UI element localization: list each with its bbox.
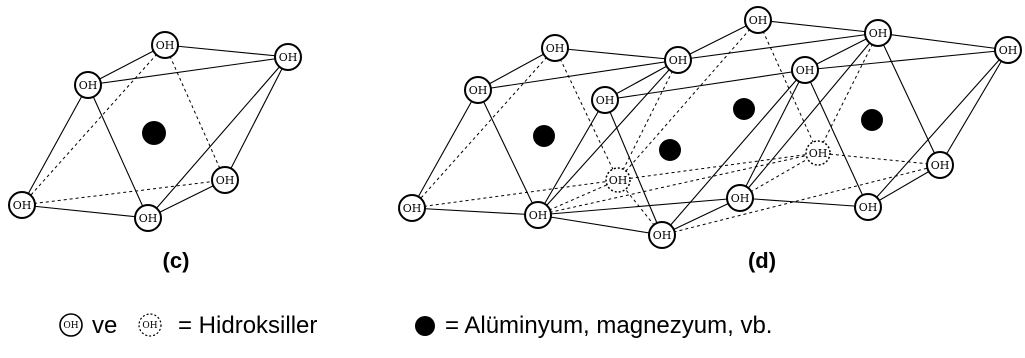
svg-text:OH: OH [931,159,950,172]
svg-text:OH: OH [63,321,78,331]
svg-text:OH: OH [999,44,1018,57]
metal-atom [733,98,755,120]
legend-connector: ve [92,312,117,339]
oh-node: OH [744,6,772,34]
oh-node: OH [854,193,882,221]
legend-metal-icon [415,316,435,336]
svg-text:OH: OH [546,42,565,55]
figure-c-octahedron [21,44,289,219]
oh-node: OH [541,34,569,62]
svg-text:OH: OH [809,147,828,160]
legend-oh-solid-icon: OH [59,313,83,337]
oh-node: OH [274,43,302,71]
svg-text:OH: OH [529,209,548,222]
legend: OH ve OH = Hidroksiller = Alüminyum, mag… [59,312,772,339]
oh-node: OH [994,36,1022,64]
svg-text:OH: OH [596,94,615,107]
oh-node: OH [524,201,552,229]
oh-node: OH [664,46,692,74]
svg-text:OH: OH [279,51,298,64]
oh-node: OH [648,221,676,249]
legend-oh-dashed-icon: OH [138,313,162,337]
svg-text:OH: OH [13,199,32,212]
oh-node: OH [926,151,954,179]
svg-text:OH: OH [796,64,815,77]
svg-text:OH: OH [156,39,175,52]
figure-d-sheet-edges [411,19,1009,236]
oh-node: OH [726,184,754,212]
svg-text:OH: OH [142,321,157,331]
svg-text:OH: OH [859,201,878,214]
legend-metal-text: = Alüminyum, magnezyum, vb. [445,312,772,339]
metal-atom [533,125,555,147]
oh-node: OH [134,204,162,232]
svg-text:OH: OH [869,27,888,40]
svg-text:OH: OH [749,14,768,27]
svg-text:OH: OH [653,229,672,242]
oh-node: OH [211,166,239,194]
svg-text:OH: OH [79,79,98,92]
oh-node: OH [74,71,102,99]
oh-node-hidden: OH [805,140,831,166]
oh-node: OH [464,76,492,104]
legend-hydroxyl-text: = Hidroksiller [178,312,317,339]
metal-atom [861,109,883,131]
figure-d-label: (d) [748,248,776,273]
oh-node: OH [8,191,36,219]
svg-text:OH: OH [669,54,688,67]
oh-node: OH [591,86,619,114]
figure-c-label: (c) [163,248,190,273]
svg-text:OH: OH [139,212,158,225]
oh-node-hidden: OH [605,167,631,193]
oh-node: OH [864,19,892,47]
metal-atom [659,139,681,161]
metal-atom [142,121,166,145]
svg-text:OH: OH [609,174,628,187]
oh-node: OH [791,56,819,84]
svg-text:OH: OH [403,202,422,215]
oh-node: OH [151,31,179,59]
svg-text:OH: OH [469,84,488,97]
svg-text:OH: OH [731,192,750,205]
oh-node: OH [398,194,426,222]
svg-text:OH: OH [216,174,235,187]
